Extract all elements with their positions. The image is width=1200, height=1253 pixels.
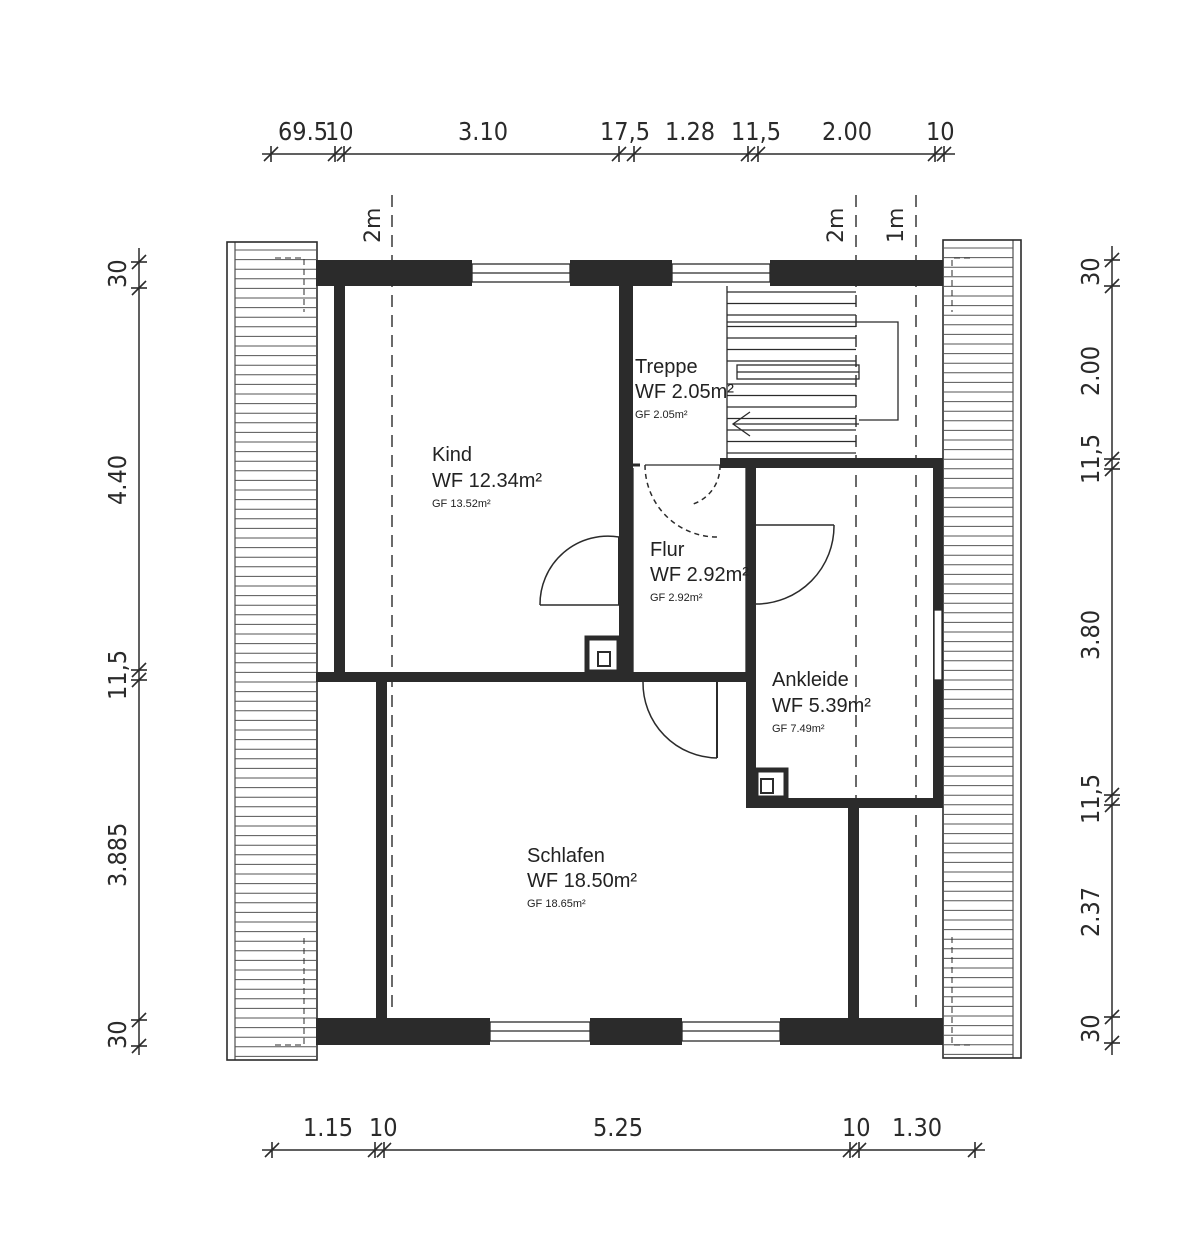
room-schlafen: Schlafen WF 18.50m² GF 18.65m²	[527, 845, 637, 910]
dim-bottom-4: 10	[842, 1113, 871, 1142]
room-schlafen-name: Schlafen	[527, 845, 605, 867]
dim-left-3: 11,5	[103, 650, 132, 700]
dim-bottom-2: 10	[369, 1113, 398, 1142]
room-treppe-gf: GF 2.05m²	[635, 409, 688, 421]
room-kind-gf: GF 13.52m²	[432, 498, 491, 510]
roof-left	[226, 241, 318, 1061]
height-marker-2m-right: 2m	[824, 208, 849, 243]
dim-bottom-3: 5.25	[593, 1113, 643, 1142]
room-treppe-wf: WF 2.05m²	[635, 381, 734, 403]
room-flur-gf: GF 2.92m²	[650, 592, 703, 604]
room-flur-name: Flur	[650, 539, 685, 561]
dim-top-4: 17,5	[600, 117, 650, 146]
dim-top-5: 1.28	[665, 117, 715, 146]
dim-right-3: 11,5	[1076, 434, 1105, 484]
room-ankleide-gf: GF 7.49m²	[772, 723, 825, 735]
dim-right-7: 30	[1076, 1014, 1105, 1043]
height-lines	[391, 195, 917, 1015]
room-kind-wf: WF 12.34m²	[432, 470, 542, 492]
dim-right-2: 2.00	[1076, 346, 1105, 396]
room-flur: Flur WF 2.92m² GF 2.92m²	[650, 539, 749, 604]
room-flur-wf: WF 2.92m²	[650, 564, 749, 586]
staircase	[726, 286, 899, 458]
dim-top-6: 11,5	[731, 117, 781, 146]
dim-top-2: 10	[325, 117, 354, 146]
room-kind-name: Kind	[432, 444, 472, 466]
windows	[471, 263, 943, 1042]
room-schlafen-gf: GF 18.65m²	[527, 898, 586, 910]
dim-right-1: 30	[1076, 257, 1105, 286]
room-ankleide-wf: WF 5.39m²	[772, 695, 871, 717]
walls	[316, 260, 943, 1045]
room-kind: Kind WF 12.34m² GF 13.52m²	[432, 444, 542, 510]
height-marker-1m: 1m	[884, 208, 909, 243]
dim-bottom-5: 1.30	[892, 1113, 942, 1142]
height-marker-2m-left: 2m	[361, 208, 386, 243]
room-ankleide-name: Ankleide	[772, 669, 849, 691]
doors	[539, 464, 835, 759]
dim-top-1: 69.5	[278, 117, 328, 146]
room-ankleide: Ankleide WF 5.39m² GF 7.49m²	[772, 669, 871, 735]
room-treppe-name: Treppe	[635, 356, 698, 378]
dim-right-5: 11,5	[1076, 774, 1105, 824]
dim-bottom-1: 1.15	[303, 1113, 353, 1142]
roof-right	[942, 239, 1022, 1059]
dim-right-4: 3.80	[1076, 610, 1105, 660]
room-schlafen-wf: WF 18.50m²	[527, 870, 637, 892]
dim-left-5: 30	[103, 1020, 132, 1049]
dim-top-3: 3.10	[458, 117, 508, 146]
dim-left-2: 4.40	[103, 455, 132, 505]
room-treppe: Treppe WF 2.05m² GF 2.05m²	[635, 356, 734, 421]
dim-top-8: 10	[926, 117, 955, 146]
dimension-lines	[131, 146, 1120, 1158]
dim-left-1: 30	[103, 259, 132, 288]
dim-left-4: 3.885	[103, 823, 132, 887]
dim-top-7: 2.00	[822, 117, 872, 146]
dim-right-6: 2.37	[1076, 887, 1105, 937]
